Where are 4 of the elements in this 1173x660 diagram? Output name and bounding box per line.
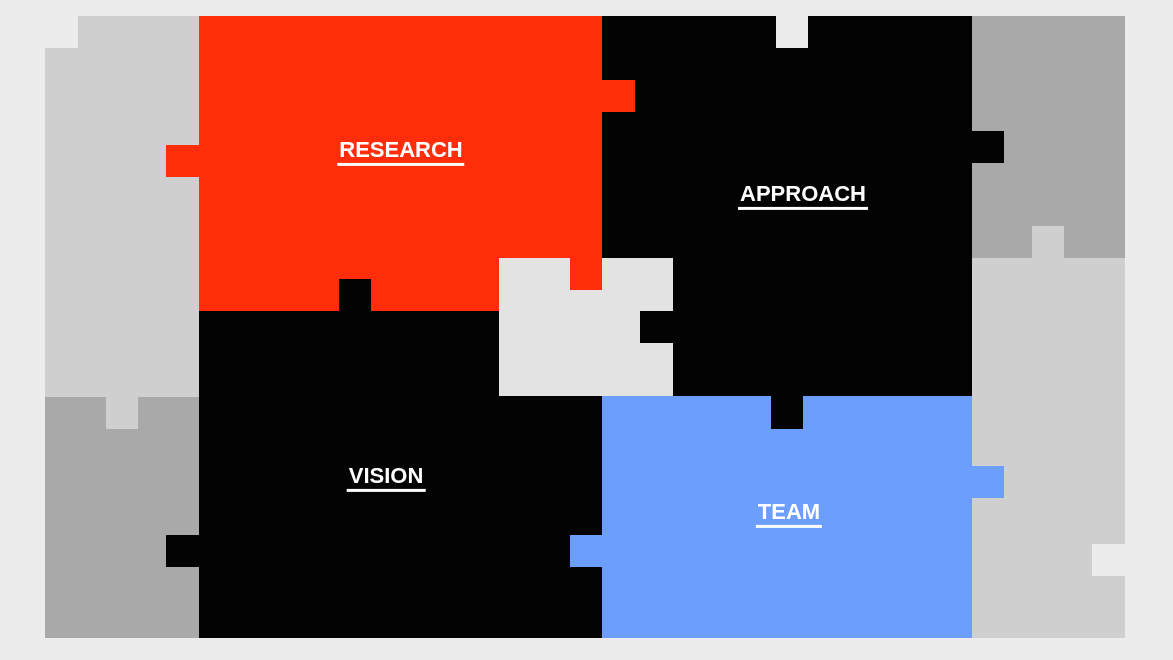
piece-title: VISION (346, 463, 426, 493)
piece-title: APPROACH (738, 181, 868, 211)
piece-title: RESEARCH (337, 137, 465, 167)
piece-title: TEAM (755, 499, 823, 529)
